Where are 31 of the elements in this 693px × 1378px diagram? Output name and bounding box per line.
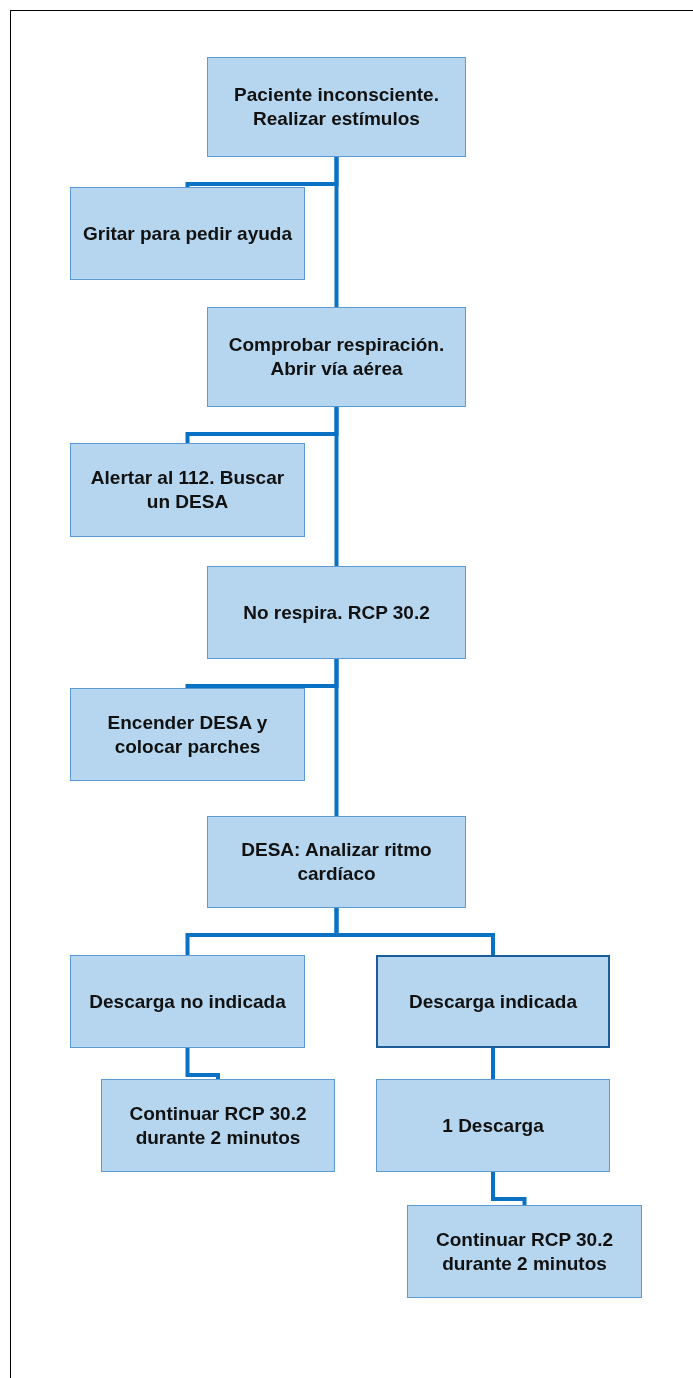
box-text: Paciente inconsciente. Realizar estímulos (233, 83, 440, 131)
process-box (70, 443, 305, 537)
process-box (70, 688, 305, 781)
connector-line (185, 1048, 220, 1079)
process-box (407, 1205, 642, 1298)
process-box (101, 1079, 335, 1172)
box-text: DESA: Analizar ritmo cardíaco (240, 838, 433, 886)
process-box (70, 955, 305, 1048)
box-text: Encender DESA y colocar parches (106, 710, 269, 759)
box-text: Alertar al 112. Buscar un DESA (89, 466, 286, 514)
process-box (376, 1079, 610, 1172)
process-box (207, 307, 466, 407)
process-box (207, 566, 466, 659)
box-text: Descarga no indicada (89, 989, 286, 1014)
box-text: Continuar RCP 30.2 durante 2 minutos (128, 1101, 308, 1150)
box-text: Comprobar respiración. Abrir vía aérea (227, 333, 446, 381)
connector-line (334, 157, 339, 307)
process-box (376, 955, 610, 1048)
process-box (70, 187, 305, 280)
process-box (207, 57, 466, 157)
box-text: Continuar RCP 30.2 durante 2 minutos (435, 1227, 614, 1276)
process-box (207, 816, 466, 908)
box-text: No respira. RCP 30.2 (243, 600, 430, 625)
connector-line (491, 1172, 527, 1205)
box-text: Descarga indicada (409, 989, 577, 1014)
connector-line (334, 908, 495, 955)
connector-line (491, 1048, 495, 1079)
connector-line (334, 407, 339, 566)
box-text: 1 Descarga (442, 1113, 544, 1138)
box-text: Gritar para pedir ayuda (82, 221, 293, 246)
connector-line (334, 659, 339, 816)
